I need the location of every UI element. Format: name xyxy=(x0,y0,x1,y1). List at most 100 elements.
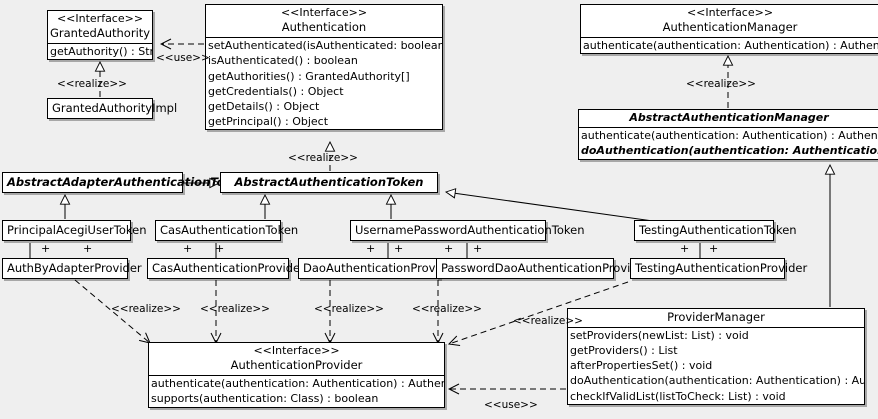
operation-setauthenticated: setAuthenticated(isAuthenticated: boolea… xyxy=(208,39,442,53)
operation-getauthorities: getAuthorities() : GrantedAuthority[] xyxy=(208,69,410,83)
edge-testingauthenticationtoken-extends-abstractauthenticationtoken xyxy=(446,192,661,223)
class-header: PasswordDaoAuthenticationProvider xyxy=(437,259,650,278)
stereotype-label: <<Interface>> xyxy=(280,6,368,19)
edge-label-realize-abstractauthenticationmanager: <<realize>> xyxy=(686,78,756,90)
edge-label-realize-daoauthenticationprovider: <<realize>> xyxy=(314,303,384,315)
edge-label-realize-testingauthenticationprovider: <<realize>> xyxy=(513,315,583,327)
operations-compartment: authenticate(authentication: Authenticat… xyxy=(579,127,878,158)
class-provider-manager[interactable]: ProviderManager setProviders(newList: Li… xyxy=(567,308,865,405)
operations-compartment: setAuthenticated(isAuthenticated: boolea… xyxy=(206,37,442,129)
class-name: TestingAuthenticationToken xyxy=(639,223,797,237)
class-cas-authentication-provider[interactable]: CasAuthenticationProvider xyxy=(147,258,305,279)
class-testing-authentication-provider[interactable]: TestingAuthenticationProvider xyxy=(630,258,808,279)
class-authentication[interactable]: <<Interface>> Authentication setAuthenti… xyxy=(205,4,443,131)
association-marker-plus: + xyxy=(41,242,51,255)
class-name: AbstractAuthenticationManager xyxy=(629,111,829,124)
association-marker-plus: + xyxy=(366,242,376,255)
class-header: <<Interface>> AuthenticationProvider xyxy=(149,343,444,375)
operation-setproviders: setProviders(newList: List) : void xyxy=(570,328,749,342)
class-header: TestingAuthenticationProvider xyxy=(631,259,808,278)
class-name: AuthenticationManager xyxy=(662,20,798,35)
association-marker-plus: + xyxy=(394,242,404,255)
class-name: GrantedAuthorityImpl xyxy=(52,101,178,115)
stereotype-label: <<Interface>> xyxy=(253,344,340,357)
class-name: ProviderManager xyxy=(667,310,765,324)
class-name: UsernamePasswordAuthenticationToken xyxy=(355,223,585,237)
operation-afterpropertiesset: afterPropertiesSet() : void xyxy=(570,359,713,373)
class-name: PasswordDaoAuthenticationProvider xyxy=(441,261,650,275)
class-abstract-authentication-token[interactable]: AbstractAuthenticationToken xyxy=(220,172,438,193)
class-header: <<Interface>> AuthenticationManager xyxy=(581,5,878,37)
class-abstract-authentication-manager[interactable]: AbstractAuthenticationManager authentica… xyxy=(578,109,878,160)
class-header: AbstractAdapterAuthenticationToken xyxy=(3,173,248,192)
association-marker-plus: + xyxy=(680,242,690,255)
class-header: UsernamePasswordAuthenticationToken xyxy=(351,221,585,240)
operation-authenticate: authenticate(authentication: Authenticat… xyxy=(581,129,878,143)
class-header: DaoAuthenticationProvider xyxy=(299,259,458,278)
association-marker-plus: + xyxy=(709,242,719,255)
class-header: AbstractAuthenticationToken xyxy=(221,173,437,192)
operation-checkifvalidlist: checkIfValidList(listToCheck: List) : vo… xyxy=(570,389,786,403)
edge-label-realize-authbyadapterprovider: <<realize>> xyxy=(111,303,181,315)
class-header: AuthByAdapterProvider xyxy=(3,259,142,278)
stereotype-label: <<Interface>> xyxy=(56,12,144,25)
operations-compartment: authenticate(authentication: Authenticat… xyxy=(149,375,444,406)
operation-getcredentials: getCredentials() : Object xyxy=(208,84,344,98)
operation-doauthentication: doAuthentication(authentication: Authent… xyxy=(570,374,864,388)
class-auth-by-adapter-provider[interactable]: AuthByAdapterProvider xyxy=(2,258,142,279)
operation-doauthentication: doAuthentication(authentication: Authent… xyxy=(581,144,878,158)
operations-compartment: authenticate(authentication: Authenticat… xyxy=(581,37,878,53)
class-name: AbstractAdapterAuthenticationToken xyxy=(7,175,248,189)
edge-label-realize-grantedauthorityimpl: <<realize>> xyxy=(57,78,127,90)
class-name: Authentication xyxy=(281,20,367,35)
class-cas-authentication-token[interactable]: CasAuthenticationToken xyxy=(155,220,299,241)
edge-label-realize-casauthenticationprovider: <<realize>> xyxy=(200,303,270,315)
operation-isauthenticated: isAuthenticated() : boolean xyxy=(208,54,358,68)
edge-label-realize-authenticationtoken: <<realize>> xyxy=(288,152,358,164)
class-name: CasAuthenticationProvider xyxy=(152,261,305,275)
class-granted-authority-impl[interactable]: GrantedAuthorityImpl xyxy=(47,98,178,119)
class-name: TestingAuthenticationProvider xyxy=(635,261,808,275)
association-marker-plus: + xyxy=(215,242,225,255)
association-marker-plus: + xyxy=(473,242,483,255)
edge-label-use-providermanager: <<use>> xyxy=(484,399,538,411)
class-name: DaoAuthenticationProvider xyxy=(303,261,458,275)
association-marker-plus: + xyxy=(183,242,193,255)
class-username-password-authentication-token[interactable]: UsernamePasswordAuthenticationToken xyxy=(350,220,585,241)
class-header: TestingAuthenticationToken xyxy=(635,221,797,240)
edge-label-use-grantedauthority: <<use>> xyxy=(156,52,210,64)
class-header: ProviderManager xyxy=(568,309,864,327)
operations-compartment: getAuthority() : String xyxy=(48,43,152,59)
class-name: PrincipalAcegiUserToken xyxy=(7,223,147,237)
class-abstract-adapter-authentication-token[interactable]: AbstractAdapterAuthenticationToken xyxy=(2,172,248,193)
operation-supports: supports(authentication: Class) : boolea… xyxy=(151,392,379,406)
class-testing-authentication-token[interactable]: TestingAuthenticationToken xyxy=(634,220,797,241)
class-password-dao-authentication-provider[interactable]: PasswordDaoAuthenticationProvider xyxy=(436,258,650,279)
association-marker-plus: + xyxy=(444,242,454,255)
operation-getdetails: getDetails() : Object xyxy=(208,99,320,113)
class-dao-authentication-provider[interactable]: DaoAuthenticationProvider xyxy=(298,258,458,279)
operation-getproviders: getProviders() : List xyxy=(570,344,678,358)
class-header: AbstractAuthenticationManager xyxy=(579,110,878,127)
class-granted-authority[interactable]: <<Interface>> GrantedAuthority getAuthor… xyxy=(47,10,153,61)
class-authentication-provider[interactable]: <<Interface>> AuthenticationProvider aut… xyxy=(148,342,445,408)
class-principal-acegi-user-token[interactable]: PrincipalAcegiUserToken xyxy=(2,220,147,241)
operations-compartment: setProviders(newList: List) : void getPr… xyxy=(568,326,864,404)
class-header: <<Interface>> Authentication xyxy=(206,5,442,37)
class-header: PrincipalAcegiUserToken xyxy=(3,221,147,240)
class-name: AbstractAuthenticationToken xyxy=(234,175,424,189)
operation-authenticate: authenticate(authentication: Authenticat… xyxy=(151,377,444,391)
operation-getauthority: getAuthority() : String xyxy=(50,45,152,59)
class-header: CasAuthenticationProvider xyxy=(148,259,305,278)
operation-authenticate: authenticate(authentication: Authenticat… xyxy=(583,39,878,53)
class-authentication-manager[interactable]: <<Interface>> AuthenticationManager auth… xyxy=(580,4,878,55)
class-name: AuthByAdapterProvider xyxy=(7,261,142,275)
class-name: GrantedAuthority xyxy=(50,26,151,41)
class-header: <<Interface>> GrantedAuthority xyxy=(48,11,152,43)
class-name: AuthenticationProvider xyxy=(230,358,363,373)
class-header: CasAuthenticationToken xyxy=(156,221,299,240)
class-name: CasAuthenticationToken xyxy=(160,223,299,237)
class-header: GrantedAuthorityImpl xyxy=(48,99,178,118)
association-marker-plus: + xyxy=(83,242,93,255)
